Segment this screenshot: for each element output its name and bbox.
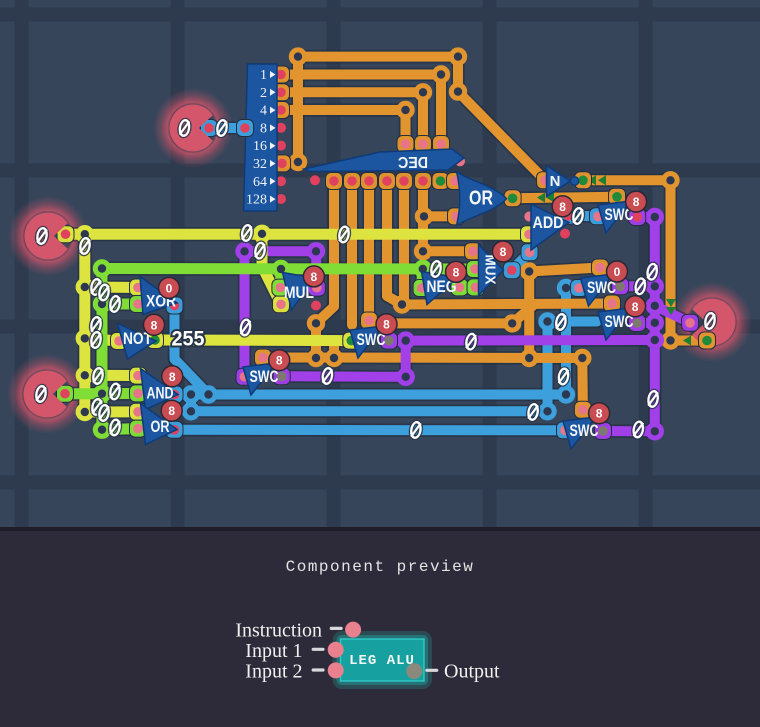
svg-text:DEC: DEC	[398, 153, 428, 170]
svg-text:8: 8	[169, 370, 176, 384]
svg-text:8: 8	[276, 354, 283, 368]
svg-text:8: 8	[596, 407, 603, 421]
svg-text:8: 8	[632, 300, 639, 314]
svg-text:8: 8	[559, 200, 566, 214]
svg-text:8: 8	[168, 404, 175, 418]
svg-text:2: 2	[260, 86, 267, 101]
svg-text:8: 8	[311, 270, 318, 284]
svg-text:LEG ALU: LEG ALU	[349, 653, 415, 669]
svg-text:OR: OR	[469, 188, 493, 210]
svg-text:N: N	[550, 173, 561, 190]
svg-text:16: 16	[253, 139, 267, 154]
svg-text:0: 0	[166, 281, 173, 295]
svg-text:1: 1	[260, 68, 267, 83]
svg-text:128: 128	[246, 193, 267, 208]
svg-text:8: 8	[633, 195, 640, 209]
svg-text:255: 255	[172, 328, 205, 351]
svg-text:Input 1: Input 1	[245, 640, 302, 662]
svg-text:32: 32	[253, 157, 267, 172]
svg-text:Instruction: Instruction	[235, 620, 322, 642]
svg-text:Component preview: Component preview	[286, 558, 475, 576]
svg-text:0: 0	[614, 265, 621, 279]
svg-text:SWC: SWC	[570, 421, 599, 440]
svg-text:4: 4	[260, 104, 267, 119]
svg-text:8: 8	[260, 121, 267, 136]
svg-text:64: 64	[253, 175, 267, 190]
svg-text:8: 8	[453, 265, 460, 279]
svg-text:8: 8	[151, 318, 158, 332]
svg-text:8: 8	[383, 318, 390, 332]
svg-text:Input 2: Input 2	[245, 661, 302, 683]
svg-text:Output: Output	[444, 661, 500, 683]
svg-text:8: 8	[500, 245, 507, 259]
